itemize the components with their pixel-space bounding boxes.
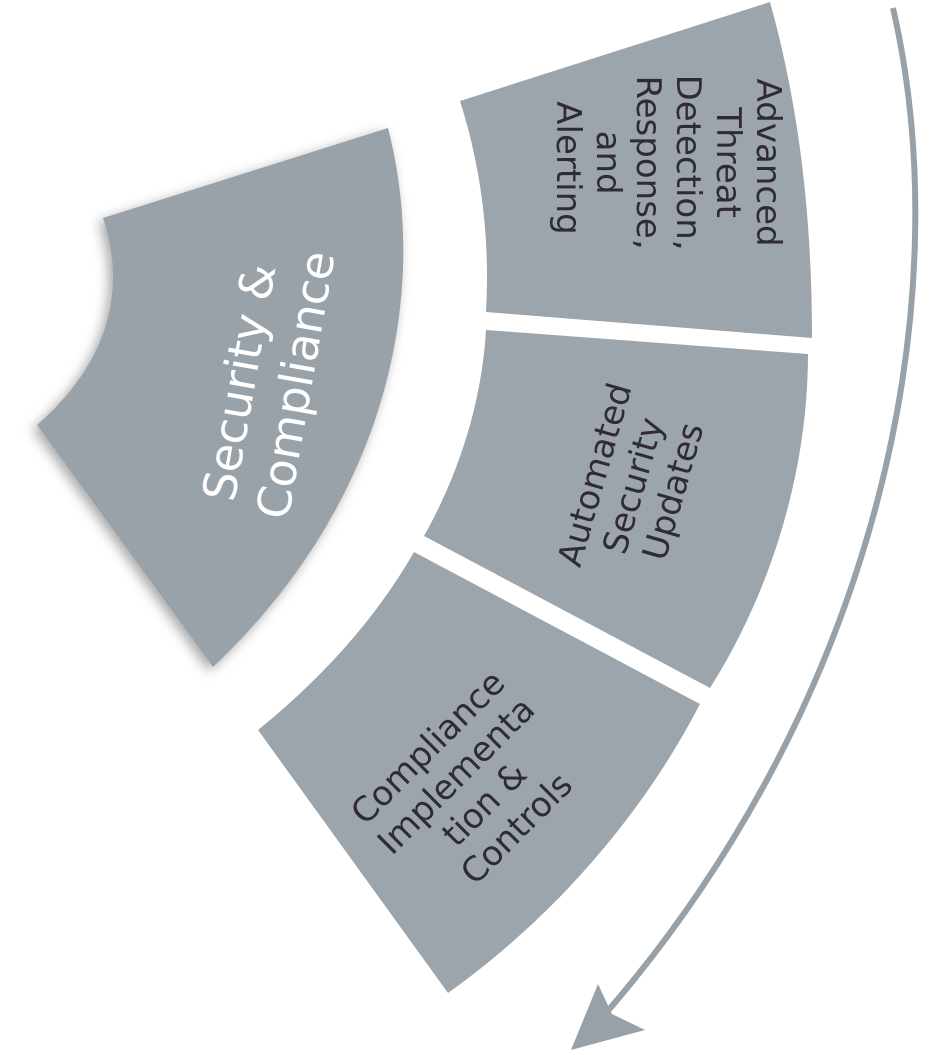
center-segment: [37, 128, 404, 667]
segment-compliance-controls: [258, 552, 700, 993]
advanced-threat-line-6: Alerting: [548, 101, 588, 235]
segment-advanced-threat-text: Advanced Threat Detection, Response, and…: [548, 75, 788, 262]
advanced-threat-line-1: Advanced: [748, 79, 788, 247]
advanced-threat-line-4: Response,: [628, 76, 668, 250]
segment-advanced-threat-label: Advanced Threat Detection, Response, and…: [548, 75, 788, 262]
flow-arrow-head: [571, 984, 645, 1050]
advanced-threat-line-2: Threat: [708, 106, 748, 218]
advanced-threat-line-5: and: [588, 131, 628, 195]
segment-automated-updates: [424, 330, 808, 688]
advanced-threat-line-3: Detection,: [668, 75, 708, 251]
flow-arrow-line: [597, 7, 919, 1022]
segment-advanced-threat: [460, 2, 812, 338]
